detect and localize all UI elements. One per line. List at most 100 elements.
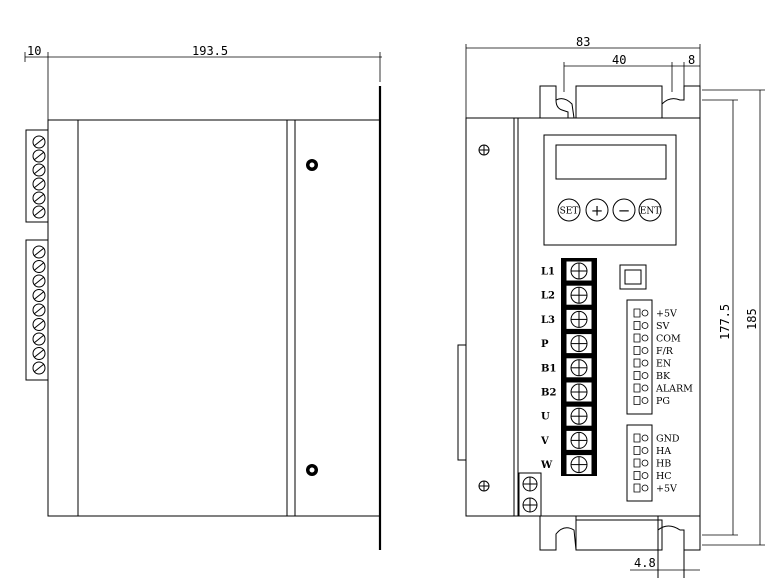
terminal-screw-icon [32, 289, 46, 302]
connector-pin: HA [633, 446, 671, 457]
mount-hole-icon [478, 480, 490, 492]
power-terminal-label: L3 [541, 315, 555, 326]
power-terminal-label: P [541, 339, 549, 350]
mount-hole-icon [478, 144, 490, 156]
dim-front-width: 83 [576, 35, 590, 49]
panel-button[interactable]: + [585, 198, 609, 222]
connector-pin: HB [633, 459, 671, 470]
operator-panel [543, 134, 677, 246]
panel-button-label: ENT [640, 207, 660, 217]
power-terminal: B1 [541, 357, 593, 379]
dim-slot-spacing: 40 [612, 53, 626, 67]
terminal-screw-icon [32, 303, 46, 317]
connector-pin: GND [633, 434, 680, 445]
terminal-screw-icon [32, 361, 46, 375]
terminal-screw-icon [32, 149, 46, 163]
connector-pin: BK [633, 371, 671, 382]
signal-label: HA [656, 446, 671, 457]
panel-button-label: + [591, 202, 604, 220]
dim-mount-height: 177.5 [718, 304, 732, 340]
connector-pin: +5V [633, 309, 677, 320]
front-view: 83 40 8 177.5 185 4.8 [457, 35, 765, 578]
power-terminal-label: L1 [541, 267, 555, 278]
screw-icon [306, 159, 318, 171]
power-terminal-label: U [541, 412, 550, 423]
power-terminal: U [541, 405, 593, 427]
signal-label: HB [656, 459, 671, 470]
panel-button-label: − [618, 202, 631, 220]
power-terminal: V [540, 429, 593, 451]
panel-button[interactable]: − [612, 198, 636, 222]
power-terminal: L3 [541, 308, 593, 330]
terminal-screw-icon [570, 456, 588, 474]
terminal-screw-icon [570, 383, 588, 401]
panel-button-label: SET [560, 207, 579, 217]
dim-slot-edge: 8 [688, 53, 695, 67]
signal-label: HC [656, 471, 672, 482]
signal-label: +5V [656, 484, 677, 495]
connector-pin: EN [633, 359, 671, 370]
connector-pin: PG [633, 396, 670, 407]
power-terminal-label: B2 [541, 388, 556, 399]
terminal-screw-icon [570, 359, 588, 377]
panel-button[interactable]: SET [557, 198, 581, 222]
terminal-screw-icon [570, 310, 588, 328]
power-terminal-label: L2 [541, 291, 555, 302]
hall-connector [626, 424, 653, 502]
signal-label: ALARM [655, 384, 693, 395]
power-terminal: B2 [541, 381, 593, 403]
power-terminal: L2 [541, 284, 593, 306]
terminal-screw-icon [32, 163, 46, 177]
signal-label: GND [656, 434, 680, 445]
terminal-screw-icon [570, 431, 588, 449]
ground-screw-icon [522, 497, 538, 513]
dim-side-offset: 10 [27, 44, 41, 58]
top-mount-ears [539, 85, 701, 119]
dim-side-length: 193.5 [192, 44, 228, 58]
panel-button[interactable]: ENT [638, 198, 662, 222]
side-view: 10 193.5 [24, 44, 382, 550]
connector-pin: COM [633, 334, 681, 345]
signal-label: F/R [656, 346, 674, 357]
signal-label: SV [656, 321, 670, 332]
ground-screw-icon [522, 476, 538, 492]
power-terminal-label: W [540, 460, 553, 471]
terminal-screw-icon [32, 191, 46, 205]
dim-slot-width: 4.8 [634, 556, 656, 570]
power-terminal: L1 [541, 260, 593, 282]
terminal-screw-icon [32, 177, 46, 191]
terminal-screw-icon [570, 262, 588, 280]
terminal-screw-icon [570, 407, 588, 425]
connector-pin: F/R [633, 346, 674, 357]
ground-terminal-block [518, 472, 542, 517]
terminal-screw-icon [570, 286, 588, 304]
signal-label: PG [656, 396, 670, 407]
rj45-port-icon [619, 264, 647, 290]
terminal-screw-icon [32, 347, 46, 360]
terminal-screw-icon [32, 245, 46, 259]
terminal-screw-icon [32, 135, 46, 149]
power-terminal-label: B1 [541, 363, 556, 374]
connector-pin: SV [633, 321, 670, 332]
terminal-screw-icon [32, 260, 46, 273]
terminal-screw-icon [570, 335, 588, 353]
signal-label: EN [656, 359, 671, 370]
connector-pin: HC [633, 471, 672, 482]
power-terminal-label: V [540, 436, 549, 447]
terminal-screw-icon [32, 205, 46, 219]
screw-icon [306, 464, 318, 476]
connector-pin: +5V [633, 484, 677, 495]
connector-pin: ALARM [633, 384, 693, 395]
control-connector [626, 299, 653, 415]
lcd-display [555, 144, 667, 180]
bottom-mount-ears [539, 516, 701, 578]
terminal-screw-icon [32, 332, 46, 346]
terminal-screw-icon [32, 274, 46, 288]
dim-total-height: 185 [745, 308, 759, 330]
power-terminal: P [541, 333, 593, 355]
power-terminal: W [540, 454, 593, 476]
signal-label: BK [656, 371, 671, 382]
signal-label: COM [656, 334, 681, 345]
signal-label: +5V [656, 309, 677, 320]
